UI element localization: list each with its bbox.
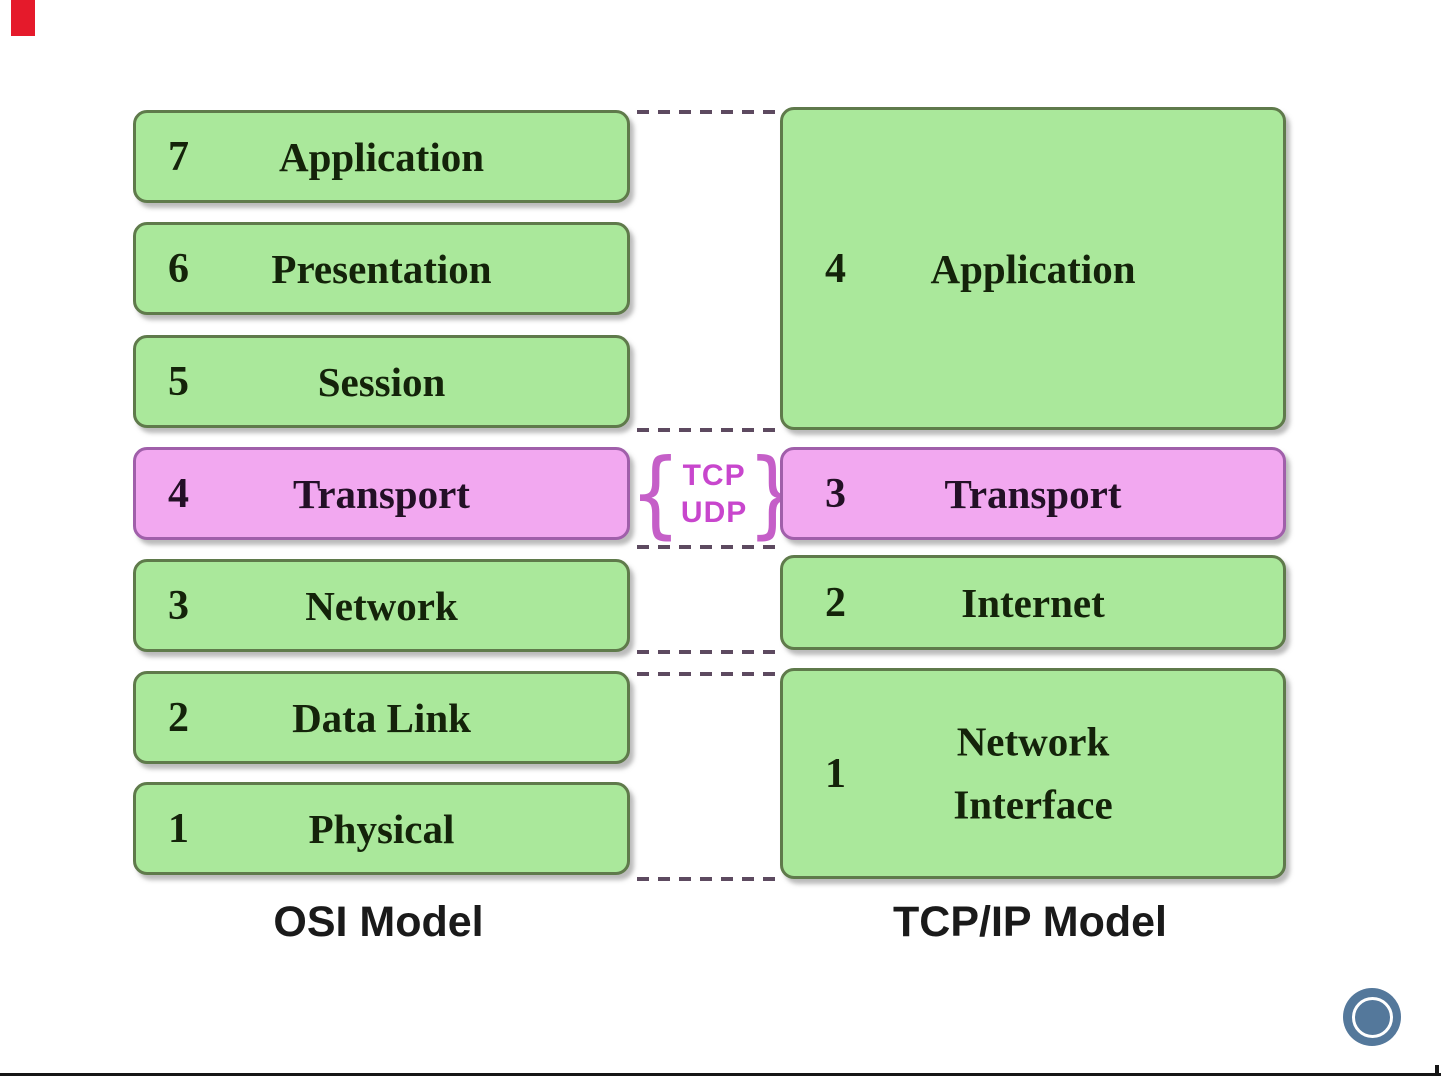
layer-label: Application bbox=[278, 133, 485, 180]
tcp-label: TCP bbox=[682, 459, 746, 492]
layer-number: 5 bbox=[168, 358, 189, 405]
layer-label: Network bbox=[305, 582, 458, 629]
layer-label: Transport bbox=[293, 470, 470, 517]
layer-label: Internet bbox=[961, 579, 1105, 626]
decorative-circle-inner bbox=[1351, 996, 1393, 1038]
layer-label: Data Link bbox=[292, 694, 471, 741]
bottom-border-line bbox=[0, 1073, 1441, 1076]
bottom-border-tick bbox=[1435, 1065, 1439, 1076]
layer-number: 3 bbox=[168, 582, 189, 629]
osi-layer-session: 5 Session bbox=[133, 335, 630, 428]
udp-label: UDP bbox=[680, 496, 748, 529]
layer-number: 4 bbox=[825, 245, 846, 292]
layer-number: 4 bbox=[168, 470, 189, 517]
layer-number: 2 bbox=[168, 694, 189, 741]
layer-label: Session bbox=[317, 358, 446, 405]
osi-layer-application: 7 Application bbox=[133, 110, 630, 203]
layer-number: 7 bbox=[168, 133, 189, 180]
red-corner-marker bbox=[11, 0, 35, 36]
layer-label: Presentation bbox=[271, 245, 492, 292]
osi-layer-data-link: 2 Data Link bbox=[133, 671, 630, 764]
protocol-labels: TCP UDP bbox=[681, 457, 747, 531]
tcpip-layer-transport: 3 Transport bbox=[780, 447, 1286, 540]
osi-layer-network: 3 Network bbox=[133, 559, 630, 652]
dashed-connector-line bbox=[637, 672, 777, 676]
osi-layer-physical: 1 Physical bbox=[133, 782, 630, 875]
dashed-connector-line bbox=[637, 650, 777, 654]
decorative-circle-icon bbox=[1343, 988, 1401, 1046]
dashed-connector-line bbox=[637, 428, 777, 432]
dashed-connector-line bbox=[637, 110, 777, 114]
osi-layer-transport: 4 Transport bbox=[133, 447, 630, 540]
tcpip-layer-internet: 2 Internet bbox=[780, 555, 1286, 650]
osi-layer-presentation: 6 Presentation bbox=[133, 222, 630, 315]
tcp-udp-protocol-group: { TCP UDP } bbox=[630, 438, 798, 549]
layer-label: Transport bbox=[944, 470, 1122, 517]
open-brace: { bbox=[630, 438, 681, 549]
tcpip-model-title: TCP/IP Model bbox=[893, 898, 1167, 946]
layer-number: 6 bbox=[168, 245, 189, 292]
layer-number: 3 bbox=[825, 470, 846, 517]
dashed-connector-line bbox=[637, 877, 777, 881]
dashed-connector-line bbox=[637, 545, 777, 549]
layer-number: 1 bbox=[825, 750, 846, 797]
layer-label: Application bbox=[930, 245, 1136, 292]
tcpip-layer-application: 4 Application bbox=[780, 107, 1286, 430]
layer-label: Physical bbox=[308, 805, 455, 852]
layer-number: 2 bbox=[825, 579, 846, 626]
layer-number: 1 bbox=[168, 805, 189, 852]
osi-model-title: OSI Model bbox=[273, 898, 484, 946]
